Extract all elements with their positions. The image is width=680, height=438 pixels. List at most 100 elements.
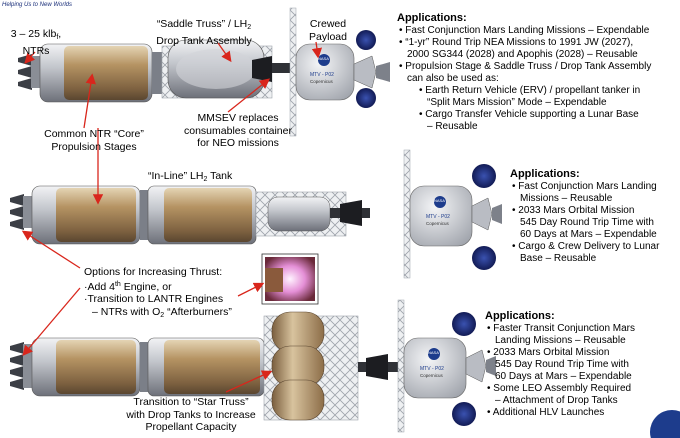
star-truss-label: Transition to “Star Truss” with Drop Tan… — [116, 396, 266, 434]
application-item-text: 60 Days at Mars – Expendable — [520, 229, 657, 240]
module-text-3: MTV - P02 — [420, 366, 444, 372]
application-item-line: • Cargo Transfer Vehicle supporting a Lu… — [397, 109, 679, 121]
module-text-1: MTV - P02 — [310, 72, 334, 78]
options-label: Options for Increasing Thrust: ·Add 4th … — [84, 266, 232, 322]
application-item-text: Base – Reusable — [520, 253, 597, 264]
star-line-1: Transition to “Star Truss” — [133, 396, 249, 408]
applications-block-1: Applications: • Fast Conjunction Mars La… — [397, 12, 679, 133]
module-text2-2: Copernicus — [426, 221, 449, 226]
inline-tank-sub: 2 — [203, 176, 208, 183]
application-item-line: “Split Mars Mission” Mode – Expendable — [397, 97, 679, 109]
bullet-icon: • — [487, 383, 494, 394]
application-item-line: 60 Days at Mars – Expendable — [510, 229, 680, 241]
star-line-2: with Drop Tanks to Increase — [126, 408, 256, 421]
saddle-line-2: Drop Tank Assembly — [156, 34, 252, 47]
application-item-line: • Additional HLV Launches — [485, 407, 680, 419]
engine-nozzles — [18, 54, 41, 90]
options-3b: “Afterburners” — [164, 305, 232, 318]
bullet-icon: • — [399, 61, 406, 72]
ntrs-line-1: 3 – 25 klb — [10, 28, 57, 40]
callout-arrows — [21, 41, 323, 393]
bullet-icon: • — [487, 407, 493, 418]
application-item-text: Cargo & Crew Delivery to Lunar — [518, 241, 660, 252]
vehicle-2 — [10, 149, 502, 279]
application-item-text: Faster Transit Conjunction Mars — [493, 323, 635, 334]
common-ntr-line-1: Common NTR “Core” — [44, 128, 144, 140]
engine-nozzles-2 — [10, 194, 33, 230]
bullet-icon: • — [419, 109, 426, 120]
module-nasa-2: NASA — [434, 198, 445, 203]
bullet-icon: • — [487, 347, 494, 358]
saddle-line-1: “Saddle Truss” / LH — [156, 18, 248, 30]
options-title: Options for Increasing Thrust: — [84, 266, 223, 278]
application-item-line: • Faster Transit Conjunction Mars — [485, 323, 680, 335]
inline-tank-text: “In-Line” LH — [148, 170, 204, 182]
applications-heading-2: Applications: — [510, 168, 580, 180]
application-item-text: 545 Day Round Trip Time with — [495, 359, 629, 370]
module-text2-1: Copernicus — [310, 79, 333, 84]
application-item-text: 60 Days at Mars – Expendable — [495, 371, 632, 382]
application-item-text: Some LEO Assembly Required — [493, 383, 632, 394]
saddle-sub: 2 — [247, 24, 252, 31]
application-item-line: Missions – Reusable — [510, 193, 680, 205]
ntrs-sub: f — [56, 34, 59, 41]
application-item-text: “Split Mars Mission” Mode – Expendable — [427, 97, 607, 108]
bullet-icon: • — [399, 25, 406, 36]
crewed-line-2: Payload — [309, 30, 347, 43]
applications-heading-3: Applications: — [485, 310, 555, 322]
application-item-text: can also be used as: — [407, 73, 499, 84]
crewed-payload-label: Crewed Payload — [300, 18, 356, 43]
saddle-truss-label: “Saddle Truss” / LH2 Drop Tank Assembly — [144, 18, 264, 47]
application-item-text: 545 Day Round Trip Time with — [520, 217, 654, 228]
bullet-icon: • — [512, 241, 519, 252]
ntrs-label: 3 – 25 klbf, NTRs — [4, 28, 68, 57]
application-item-line: • Cargo & Crew Delivery to Lunar — [510, 241, 680, 253]
inline-tank-tail: Tank — [207, 170, 233, 182]
options-2: ·Transition to LANTR Engines — [84, 293, 224, 305]
bullet-icon: • — [419, 85, 426, 96]
application-item-line: can also be used as: — [397, 73, 679, 85]
application-item-line: – Reusable — [397, 121, 679, 133]
applications-block-2: Applications: • Fast Conjunction Mars La… — [510, 168, 680, 265]
mmsev-label: MMSEV replaces consumables container for… — [178, 112, 298, 150]
application-item-line: • Fast Conjunction Mars Landing Missions… — [397, 25, 679, 37]
application-item-line: • Fast Conjunction Mars Landing — [510, 181, 680, 193]
lantr-test-photo — [261, 253, 319, 305]
application-item-text: 2033 Mars Orbital Mission — [518, 205, 635, 216]
applications-heading-1: Applications: — [397, 12, 467, 24]
module-text2-3: Copernicus — [420, 373, 443, 378]
module-text-2: MTV - P02 — [426, 214, 450, 220]
module-nasa-3: NASA — [428, 350, 439, 355]
options-3sub: 2 — [160, 311, 165, 319]
vehicle-1 — [18, 7, 390, 137]
application-item-line: • Propulsion Stage & Saddle Truss / Drop… — [397, 61, 679, 73]
application-item-line: 545 Day Round Trip Time with — [485, 359, 680, 371]
application-item-text: Missions – Reusable — [520, 193, 613, 204]
application-item-text: – Reusable — [427, 121, 478, 132]
application-item-text: Earth Return Vehicle (ERV) / propellant … — [425, 85, 641, 96]
application-item-line: Base – Reusable — [510, 253, 680, 265]
application-item-text: – Attachment of Drop Tanks — [495, 395, 618, 406]
vehicle-3 — [10, 299, 496, 433]
application-item-line: Landing Missions – Reusable — [485, 335, 680, 347]
options-1a: ·Add 4 — [84, 280, 115, 293]
application-item-line: • 2033 Mars Orbital Mission — [485, 347, 680, 359]
logo-tagline: Helping Us to New Worlds — [2, 2, 73, 8]
star-line-3: Propellant Capacity — [145, 421, 237, 433]
mmsev-line-1: MMSEV replaces — [197, 112, 279, 124]
application-item-text: Additional HLV Launches — [492, 407, 605, 418]
seal-fragment — [650, 410, 680, 438]
application-item-line: • Earth Return Vehicle (ERV) / propellan… — [397, 85, 679, 97]
ntrs-line-2: NTRs — [22, 44, 50, 57]
application-item-line: • Some LEO Assembly Required — [485, 383, 680, 395]
mmsev-line-2: consumables container — [184, 124, 292, 137]
application-item-line: • 2033 Mars Orbital Mission — [510, 205, 680, 217]
application-item-text: Fast Conjunction Mars Landing — [518, 181, 657, 192]
engine-nozzles-3 — [10, 342, 33, 390]
applications-block-3: Applications: • Faster Transit Conjuncti… — [485, 310, 680, 419]
common-ntr-line-2: Propulsion Stages — [51, 140, 137, 153]
inline-tank-label: “In-Line” LH2 Tank — [148, 170, 232, 187]
